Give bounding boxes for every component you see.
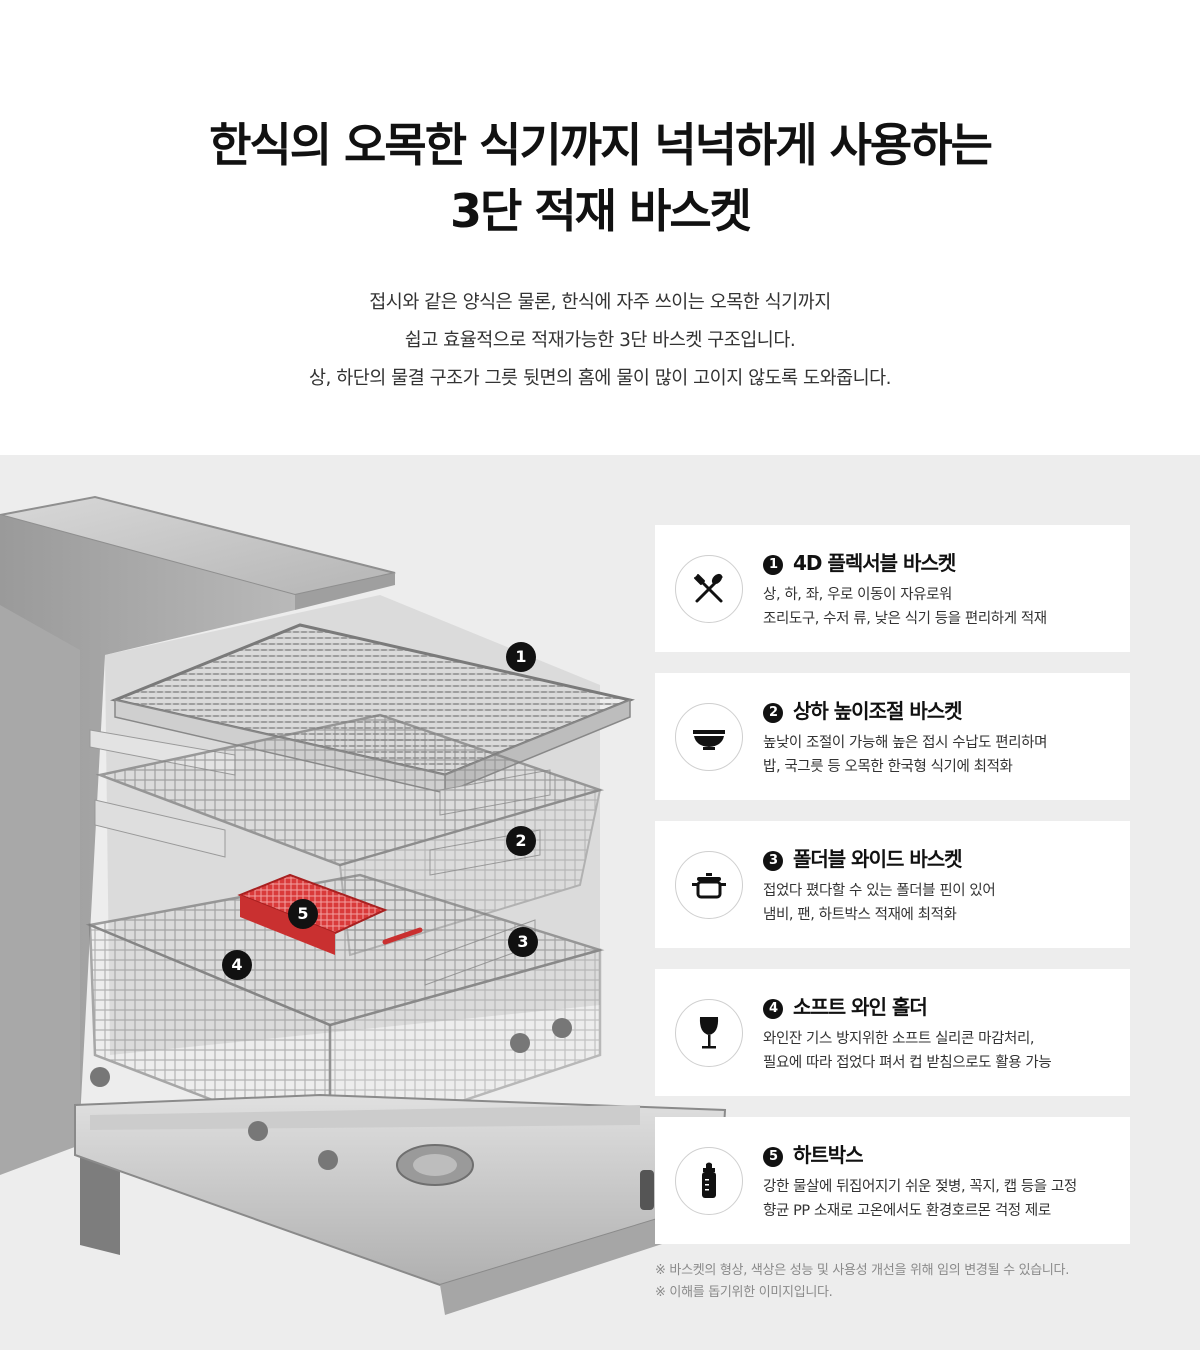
feature-card-4: 4 소프트 와인 홀더 와인잔 기스 방지위한 소프트 실리콘 마감처리, 필요에…: [655, 969, 1130, 1096]
marker-2: 2: [506, 826, 536, 856]
feature-number: 1: [763, 555, 783, 575]
feature-description: 와인잔 기스 방지위한 소프트 실리콘 마감처리, 필요에 따라 접었다 펴서 …: [763, 1027, 1052, 1075]
description-line-1: 접시와 같은 양식은 물론, 한식에 자주 쓰이는 오목한 식기까지: [369, 292, 831, 313]
feature-line-1: 강한 물살에 뒤집어지기 쉬운 젖병, 꼭지, 캡 등을 고정: [763, 1179, 1077, 1195]
bowl-icon: [675, 703, 743, 771]
feature-description: 상, 하, 좌, 우로 이동이 자유로워 조리도구, 수저 류, 낮은 식기 등…: [763, 583, 1047, 631]
feature-title: 5 하트박스: [763, 1139, 864, 1168]
pot-icon: [675, 851, 743, 919]
title-line-2: 3단 적재 바스켓: [450, 184, 752, 238]
feature-line-2: 조리도구, 수저 류, 낮은 식기 등을 편리하게 적재: [763, 611, 1047, 627]
feature-line-1: 접었다 폈다할 수 있는 폴더블 핀이 있어: [763, 883, 996, 899]
feature-card-2: 2 상하 높이조절 바스켓 높낮이 조절이 가능해 높은 접시 수납도 편리하며 …: [655, 673, 1130, 800]
feature-number: 4: [763, 999, 783, 1019]
note-1: ※ 바스켓의 형상, 색상은 성능 및 사용성 개선을 위해 임의 변경될 수 …: [655, 1263, 1070, 1278]
feature-line-2: 향균 PP 소재로 고온에서도 환경호르몬 걱정 제로: [763, 1203, 1051, 1219]
description-line-3: 상, 하단의 물결 구조가 그릇 뒷면의 홈에 물이 많이 고이지 않도록 도와…: [308, 368, 892, 389]
feature-title: 3 폴더블 와이드 바스켓: [763, 843, 963, 872]
feature-description: 높낮이 조절이 가능해 높은 접시 수납도 편리하며 밥, 국그릇 등 오목한 …: [763, 731, 1047, 779]
wine-glass-icon: [675, 999, 743, 1067]
feature-title-text: 4D 플렉서블 바스켓: [793, 551, 956, 575]
feature-line-2: 냄비, 팬, 하트박스 적재에 최적화: [763, 907, 957, 923]
note-2: ※ 이해를 돕기위한 이미지입니다.: [655, 1285, 833, 1300]
intro-section: 한식의 오목한 식기까지 넉넉하게 사용하는 3단 적재 바스켓 접시와 같은 …: [0, 0, 1200, 455]
feature-title-text: 폴더블 와이드 바스켓: [793, 847, 963, 871]
feature-line-2: 밥, 국그릇 등 오목한 한국형 식기에 최적화: [763, 759, 1013, 775]
feature-title: 2 상하 높이조절 바스켓: [763, 695, 963, 724]
page-title: 한식의 오목한 식기까지 넉넉하게 사용하는 3단 적재 바스켓: [0, 112, 1200, 244]
disclaimer-notes: ※ 바스켓의 형상, 색상은 성능 및 사용성 개선을 위해 임의 변경될 수 …: [655, 1260, 1069, 1304]
feature-title-text: 하트박스: [793, 1143, 864, 1167]
baby-bottle-icon: [675, 1147, 743, 1215]
feature-line-2: 필요에 따라 접었다 펴서 컵 받침으로도 활용 가능: [763, 1055, 1052, 1071]
feature-card-3: 3 폴더블 와이드 바스켓 접었다 폈다할 수 있는 폴더블 핀이 있어 냄비, …: [655, 821, 1130, 948]
feature-section: 1 2 3 4 5 1 4D 플렉서블 바스켓 상, 하, 좌, 우로 이동이 자…: [0, 455, 1200, 1350]
feature-title: 4 소프트 와인 홀더: [763, 991, 928, 1020]
title-line-1: 한식의 오목한 식기까지 넉넉하게 사용하는: [209, 118, 993, 172]
feature-title: 1 4D 플렉서블 바스켓: [763, 547, 956, 576]
utensils-icon: [675, 555, 743, 623]
feature-title-text: 소프트 와인 홀더: [793, 995, 928, 1019]
marker-1: 1: [506, 642, 536, 672]
feature-card-5: 5 하트박스 강한 물살에 뒤집어지기 쉬운 젖병, 꼭지, 캡 등을 고정 향균…: [655, 1117, 1130, 1244]
feature-number: 2: [763, 703, 783, 723]
feature-line-1: 상, 하, 좌, 우로 이동이 자유로워: [763, 587, 952, 603]
marker-3: 3: [508, 927, 538, 957]
feature-description: 강한 물살에 뒤집어지기 쉬운 젖병, 꼭지, 캡 등을 고정 향균 PP 소재…: [763, 1175, 1077, 1223]
feature-line-1: 높낮이 조절이 가능해 높은 접시 수납도 편리하며: [763, 735, 1048, 751]
feature-line-1: 와인잔 기스 방지위한 소프트 실리콘 마감처리,: [763, 1031, 1035, 1047]
feature-card-1: 1 4D 플렉서블 바스켓 상, 하, 좌, 우로 이동이 자유로워 조리도구, …: [655, 525, 1130, 652]
description-line-2: 쉽고 효율적으로 적재가능한 3단 바스켓 구조입니다.: [404, 330, 796, 351]
description: 접시와 같은 양식은 물론, 한식에 자주 쓰이는 오목한 식기까지 쉽고 효율…: [0, 284, 1200, 398]
feature-description: 접었다 폈다할 수 있는 폴더블 핀이 있어 냄비, 팬, 하트박스 적재에 최…: [763, 879, 996, 927]
marker-5: 5: [288, 899, 318, 929]
feature-number: 5: [763, 1147, 783, 1167]
feature-number: 3: [763, 851, 783, 871]
feature-title-text: 상하 높이조절 바스켓: [793, 699, 963, 723]
marker-4: 4: [222, 950, 252, 980]
